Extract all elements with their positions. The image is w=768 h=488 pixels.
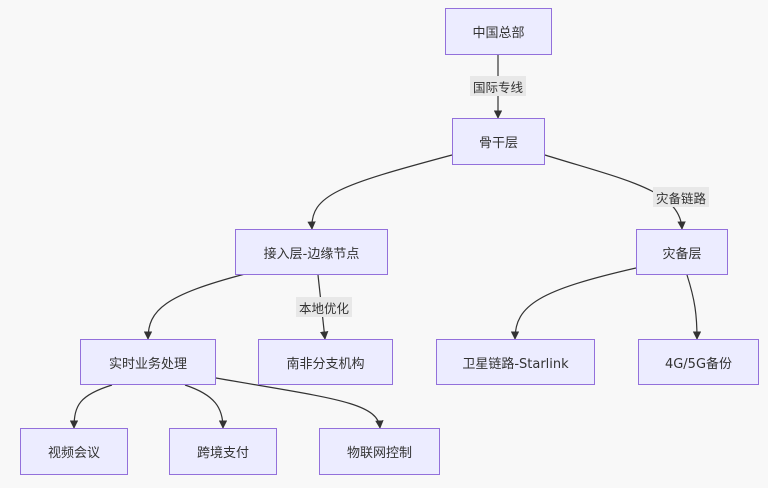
node-cellular[interactable]: 4G/5G备份 bbox=[638, 339, 759, 385]
edge-label-intl-line: 国际专线 bbox=[470, 76, 527, 96]
edge-realtime-iot bbox=[215, 377, 384, 429]
node-payment[interactable]: 跨境支付 bbox=[169, 428, 277, 475]
node-south-africa[interactable]: 南非分支机构 bbox=[258, 339, 393, 385]
node-access[interactable]: 接入层-边缘节点 bbox=[235, 229, 388, 275]
edge-label-local-opt: 本地优化 bbox=[296, 297, 353, 317]
edge-realtime-payment bbox=[184, 384, 228, 429]
edge-dr-satellite bbox=[510, 267, 637, 340]
node-backbone[interactable]: 骨干层 bbox=[452, 118, 545, 165]
edge-backbone-dr bbox=[544, 154, 686, 230]
edge-label-dr-link: 灾备链路 bbox=[653, 187, 710, 207]
node-iot[interactable]: 物联网控制 bbox=[319, 428, 440, 475]
node-dr[interactable]: 灾备层 bbox=[636, 229, 728, 275]
node-video[interactable]: 视频会议 bbox=[20, 428, 128, 475]
edge-dr-cellular bbox=[686, 274, 702, 340]
edge-realtime-video bbox=[69, 384, 113, 429]
edge-backbone-access bbox=[307, 154, 453, 230]
node-satellite[interactable]: 卫星链路-Starlink bbox=[436, 339, 595, 385]
node-hq[interactable]: 中国总部 bbox=[445, 8, 552, 55]
node-realtime[interactable]: 实时业务处理 bbox=[80, 339, 216, 385]
edge-access-realtime bbox=[143, 273, 246, 340]
